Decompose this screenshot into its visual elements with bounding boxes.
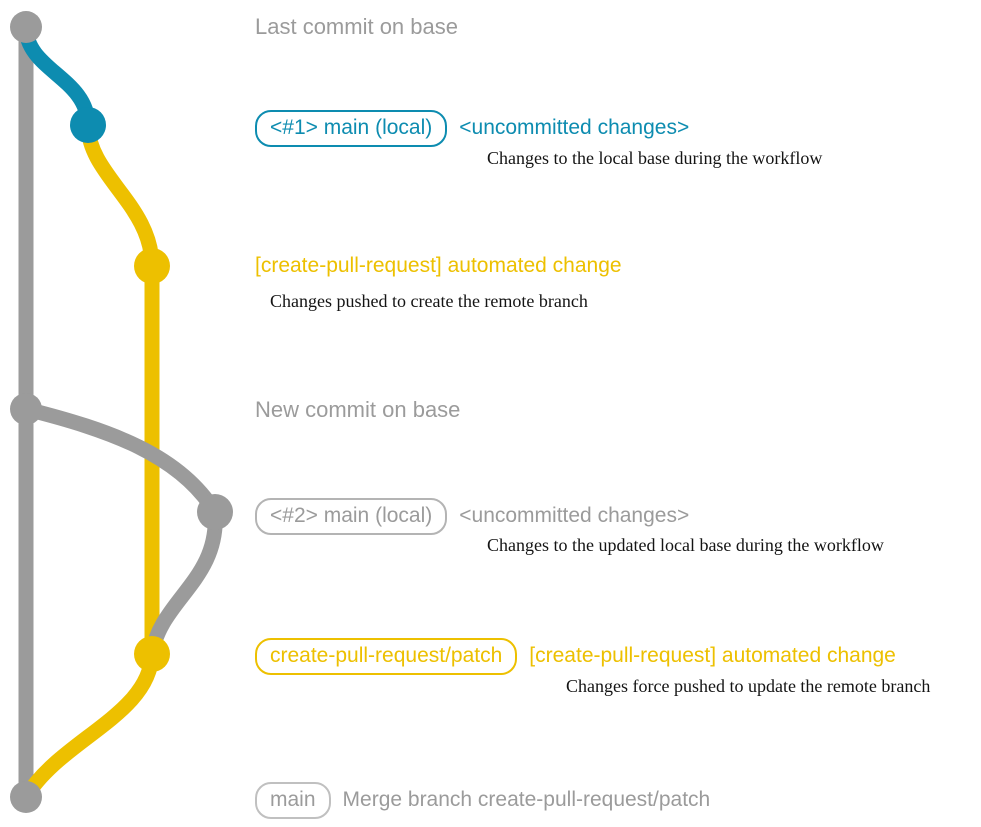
row-local-2: <#2> main (local) <uncommitted changes> [255,498,689,535]
node-patch-1[interactable] [134,248,170,284]
heading-new-commit-on-base: New commit on base [255,397,461,422]
row-local-1: <#1> main (local) <uncommitted changes> [255,110,689,147]
chip-local-2[interactable]: <#2> main (local) [255,498,448,535]
edge-patch2-to-merge [18,646,160,805]
node-local-2[interactable] [197,494,233,530]
node-base-merge[interactable] [10,781,42,813]
node-base-last[interactable] [10,11,42,43]
chip-main[interactable]: main [255,782,331,819]
subject-automated-1: [create-pull-request] automated change [255,254,622,277]
node-local-1[interactable] [70,107,106,143]
chip-local-1[interactable]: <#1> main (local) [255,110,448,147]
note-local-2: Changes to the updated local base during… [487,535,884,555]
note-patch-2: Changes force pushed to update the remot… [566,676,931,696]
node-patch-2[interactable] [134,636,170,672]
note-patch-1: Changes pushed to create the remote bran… [270,291,588,311]
row-patch-2: create-pull-request/patch [create-pull-r… [255,638,896,675]
note-local-1: Changes to the local base during the wor… [487,148,823,168]
edge-local2-to-patch2 [144,504,223,662]
chip-create-pull-request-patch[interactable]: create-pull-request/patch [255,638,518,675]
node-base-new[interactable] [10,393,42,425]
heading-last-commit-on-base: Last commit on base [255,14,458,39]
row-merge: main Merge branch create-pull-request/pa… [255,782,710,819]
subject-uncommitted-1: <uncommitted changes> [459,116,690,139]
subject-merge: Merge branch create-pull-request/patch [342,788,711,811]
edge-local1-to-patch1 [80,117,160,274]
subject-uncommitted-2: <uncommitted changes> [459,504,690,527]
edge-basenew-to-local2 [18,401,223,520]
subject-automated-2: [create-pull-request] automated change [529,644,896,667]
